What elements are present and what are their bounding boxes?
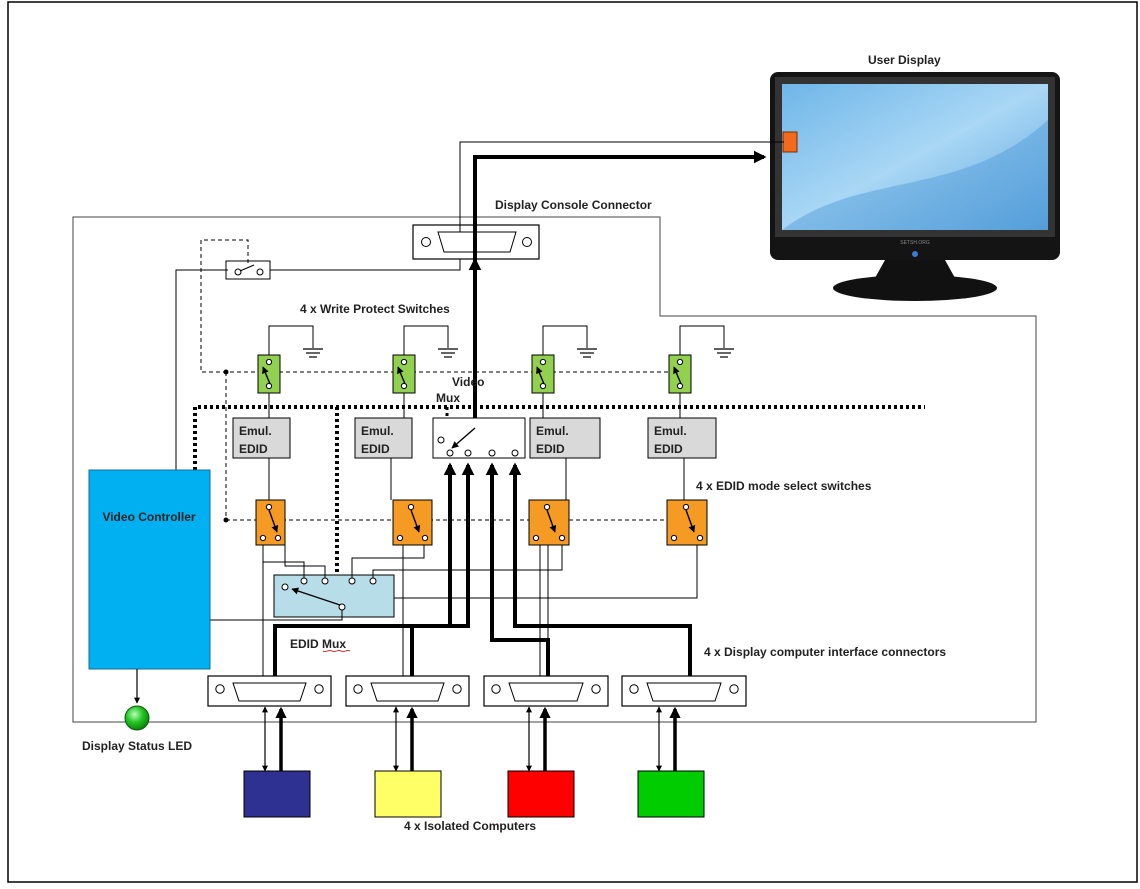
video-mux-label-1: Video — [452, 375, 484, 389]
isolated-computer-3 — [507, 706, 575, 818]
isolated-computer-4 — [637, 706, 705, 818]
computer-interface-connector-2 — [345, 675, 470, 707]
monitor-brand: SETSH.ORG — [900, 240, 930, 246]
computer-interface-connector-1 — [207, 675, 332, 707]
interface-connectors-label: 4 x Display computer interface connector… — [704, 645, 946, 659]
emul-edid-box-2: Emul. EDID — [354, 417, 413, 500]
emul-edid-box-4: Emul. EDID — [647, 417, 717, 500]
write-protect-switch-2 — [392, 325, 458, 418]
console-connector-label: Display Console Connector — [495, 198, 652, 212]
monitor-port — [782, 131, 798, 153]
svg-text:EDID: EDID — [536, 442, 565, 456]
svg-text:Emul.: Emul. — [239, 424, 272, 438]
svg-text:Emul.: Emul. — [361, 424, 394, 438]
svg-text:EDID: EDID — [654, 442, 683, 456]
status-led-label: Display Status LED — [82, 739, 192, 753]
svg-text:Emul.: Emul. — [536, 424, 569, 438]
emul-edid-box-3: Emul. EDID — [529, 417, 601, 500]
edid-select-switch-1 — [255, 499, 286, 546]
emul-edid-box-1: Emul. EDID — [232, 417, 291, 500]
isolated-computers-label: 4 x Isolated Computers — [404, 819, 536, 833]
video-mux-label-2: Mux — [436, 391, 460, 405]
image-frame — [7, 1, 1138, 883]
edid-mux — [273, 574, 395, 618]
computer-interface-connector-3 — [483, 675, 609, 707]
edid-select-switch-3 — [528, 499, 570, 546]
write-protect-switch-4 — [668, 325, 734, 418]
write-protect-switch-1 — [257, 325, 323, 418]
video-controller-label: Video Controller — [102, 510, 195, 524]
enclosure-outline — [72, 216, 1037, 723]
svg-text:EDID: EDID — [361, 442, 390, 456]
edid-mux-label: EDID Mux — [290, 637, 346, 651]
video-mux — [432, 417, 526, 459]
isolated-computer-2 — [374, 706, 442, 818]
edid-select-switch-4 — [666, 499, 708, 546]
svg-text:EDID: EDID — [239, 442, 268, 456]
edid-select-switch-2 — [392, 499, 433, 546]
video-controller — [88, 469, 211, 670]
edid-mode-label: 4 x EDID mode select switches — [696, 479, 872, 493]
user-display-label: User Display — [868, 53, 941, 67]
user-display-monitor: SETSH.ORG — [770, 72, 1060, 301]
isolated-computer-1 — [243, 706, 311, 818]
svg-text:Emul.: Emul. — [654, 424, 687, 438]
computer-interface-connector-4 — [621, 675, 747, 707]
write-protect-label: 4 x Write Protect Switches — [300, 302, 450, 316]
write-protect-switch-3 — [531, 325, 597, 418]
display-status-led — [124, 705, 150, 731]
master-write-protect-switch — [225, 260, 271, 280]
